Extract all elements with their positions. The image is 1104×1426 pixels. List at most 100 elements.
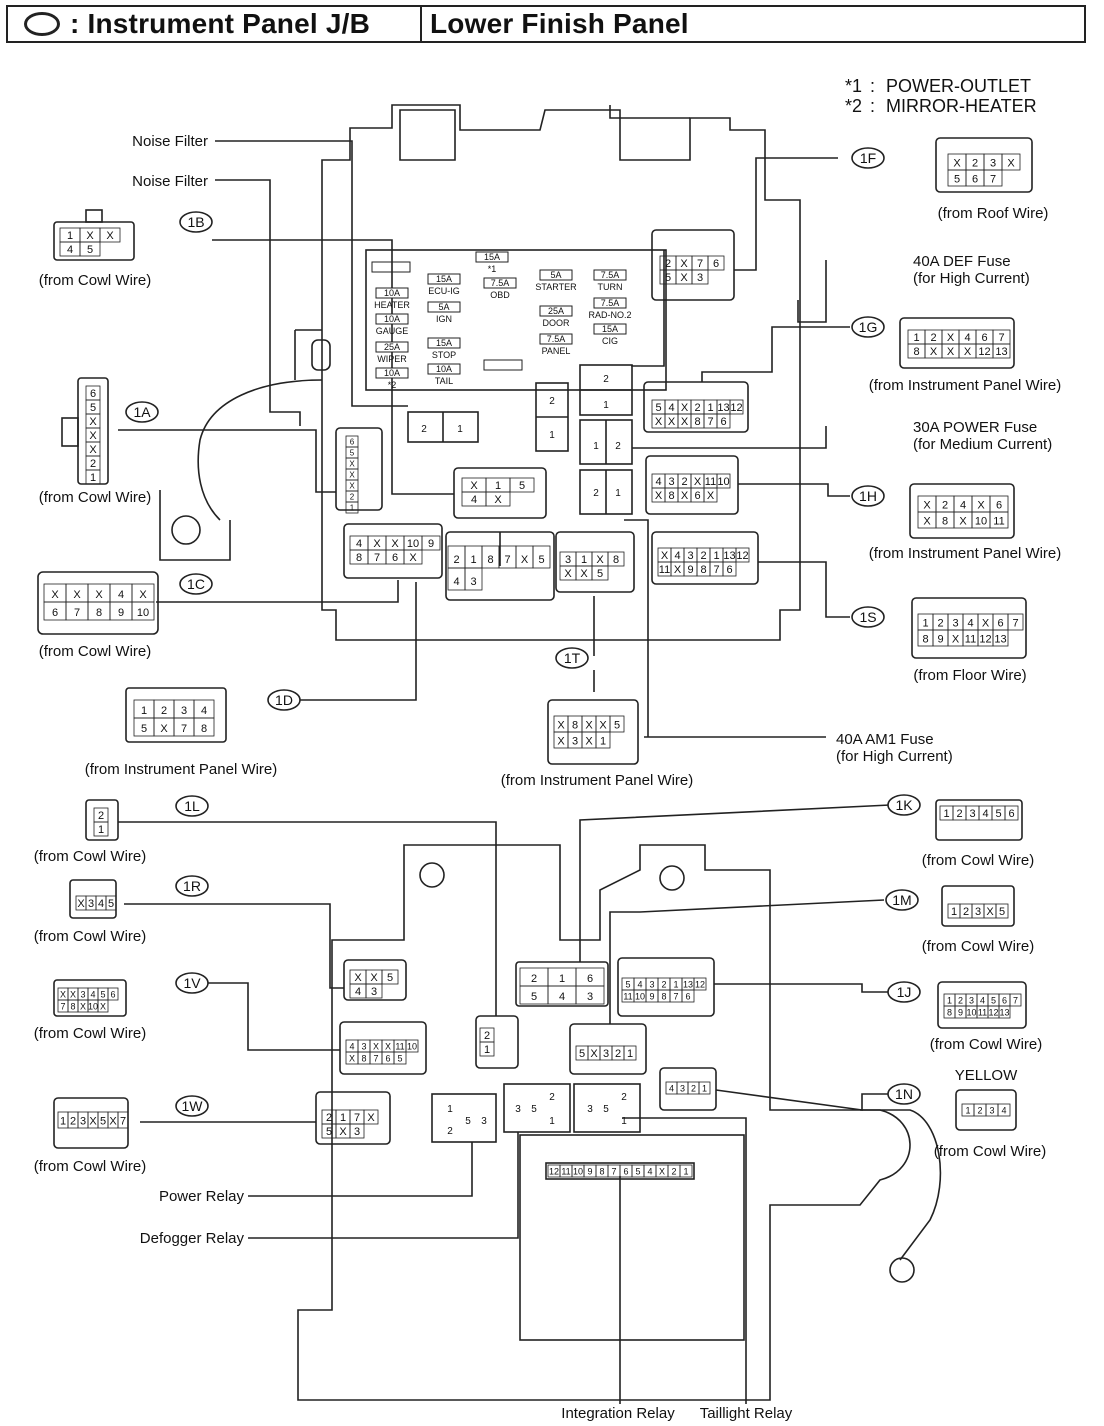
pin: X — [952, 633, 960, 645]
pin: 7 — [713, 564, 719, 576]
pin: 4 — [355, 986, 361, 998]
fuse-amp: 10A — [384, 288, 400, 298]
pin: 1 — [683, 1166, 688, 1176]
pin: X — [986, 906, 994, 918]
from-label-1F: (from Roof Wire) — [938, 205, 1049, 222]
pin: X — [373, 538, 381, 550]
badge-text-1F: 1F — [860, 150, 876, 166]
badge-text-1W: 1W — [182, 1098, 204, 1114]
pin: 5 — [90, 402, 96, 414]
pin: 13 — [999, 1007, 1009, 1017]
pin: 7 — [373, 1053, 378, 1063]
from-label-1G: (from Instrument Panel Wire) — [869, 377, 1062, 394]
badge-1F: 1F — [851, 147, 885, 169]
pin: X — [521, 554, 529, 566]
pin: 3 — [80, 1115, 86, 1127]
from-label-1K: (from Cowl Wire) — [922, 852, 1035, 869]
fuse-amp: 5A — [438, 302, 449, 312]
pin: X — [86, 230, 94, 242]
fuse-name: *1 — [488, 264, 497, 274]
pin: 12 — [978, 346, 990, 358]
pin: 2 — [70, 1115, 76, 1127]
from-label-1A: (from Cowl Wire) — [39, 489, 152, 506]
note-2-text: MIRROR-HEATER — [886, 96, 1037, 116]
slot-num: 2 — [549, 396, 555, 407]
pin: X — [680, 272, 688, 284]
badge-1L: 1L — [175, 795, 209, 817]
pin: X — [70, 989, 76, 999]
pin: 6 — [996, 499, 1002, 511]
pin: 4 — [453, 576, 459, 588]
pin: 7 — [707, 416, 713, 428]
header-left: : Instrument Panel J/B — [6, 5, 422, 43]
pin: 6 — [385, 1053, 390, 1063]
pin: 8 — [599, 1166, 604, 1176]
pin: 12 — [695, 979, 705, 989]
pin: 4 — [960, 499, 966, 511]
pin: X — [680, 258, 688, 270]
pin: 6 — [726, 564, 732, 576]
pin: X — [585, 719, 593, 731]
fuse-amp: 15A — [436, 338, 452, 348]
pin: 6 — [720, 416, 726, 428]
pin: X — [89, 1115, 97, 1127]
pin: 11 — [395, 1041, 404, 1051]
pin: 4 — [98, 898, 104, 910]
fuse-amp: 7.5A — [601, 298, 620, 308]
pin: 3 — [361, 1041, 366, 1051]
pin: 8 — [201, 723, 207, 735]
pin: 4 — [637, 979, 642, 989]
pin: 2 — [453, 554, 459, 566]
pin: 5 — [614, 719, 620, 731]
pin: 13 — [717, 402, 729, 414]
pin: 8 — [613, 554, 619, 566]
pin: X — [659, 1166, 665, 1176]
badge-text-1H: 1H — [859, 488, 877, 504]
conn-1M-body — [941, 885, 1015, 927]
from-label-1D: (from Instrument Panel Wire) — [85, 761, 278, 778]
pin: 1 — [913, 332, 919, 344]
pins-c1L: 21 — [93, 807, 109, 837]
pin: 6 — [90, 388, 96, 400]
pin: 8 — [70, 1001, 75, 1011]
fuse-name: CIG — [602, 336, 618, 346]
pin: 8 — [947, 1007, 952, 1017]
pin: 1 — [673, 979, 678, 989]
pin: 3 — [697, 272, 703, 284]
pin: X — [585, 735, 593, 747]
pin: 1 — [67, 230, 73, 242]
pin: 2 — [326, 1112, 332, 1124]
conn-1T-body — [547, 699, 639, 765]
pin: 6 — [685, 991, 690, 1001]
pin: 8 — [96, 607, 102, 619]
pin: 2 — [531, 973, 537, 985]
badge-1D: 1D — [267, 689, 301, 711]
from-label-1N: (from Cowl Wire) — [934, 1143, 1047, 1160]
pin: 8 — [487, 554, 493, 566]
lower-block-outline — [297, 844, 911, 1401]
pin: X — [557, 735, 565, 747]
pin: 3 — [88, 898, 94, 910]
fuse-name: PANEL — [542, 346, 571, 356]
badge-1S: 1S — [851, 606, 885, 628]
pin: 1 — [943, 808, 949, 820]
pin: X — [681, 416, 689, 428]
slot-num: 1 — [593, 441, 599, 452]
badge-text-1A: 1A — [133, 404, 151, 420]
pin: 5 — [141, 723, 147, 735]
conn-1K-body — [935, 799, 1023, 841]
